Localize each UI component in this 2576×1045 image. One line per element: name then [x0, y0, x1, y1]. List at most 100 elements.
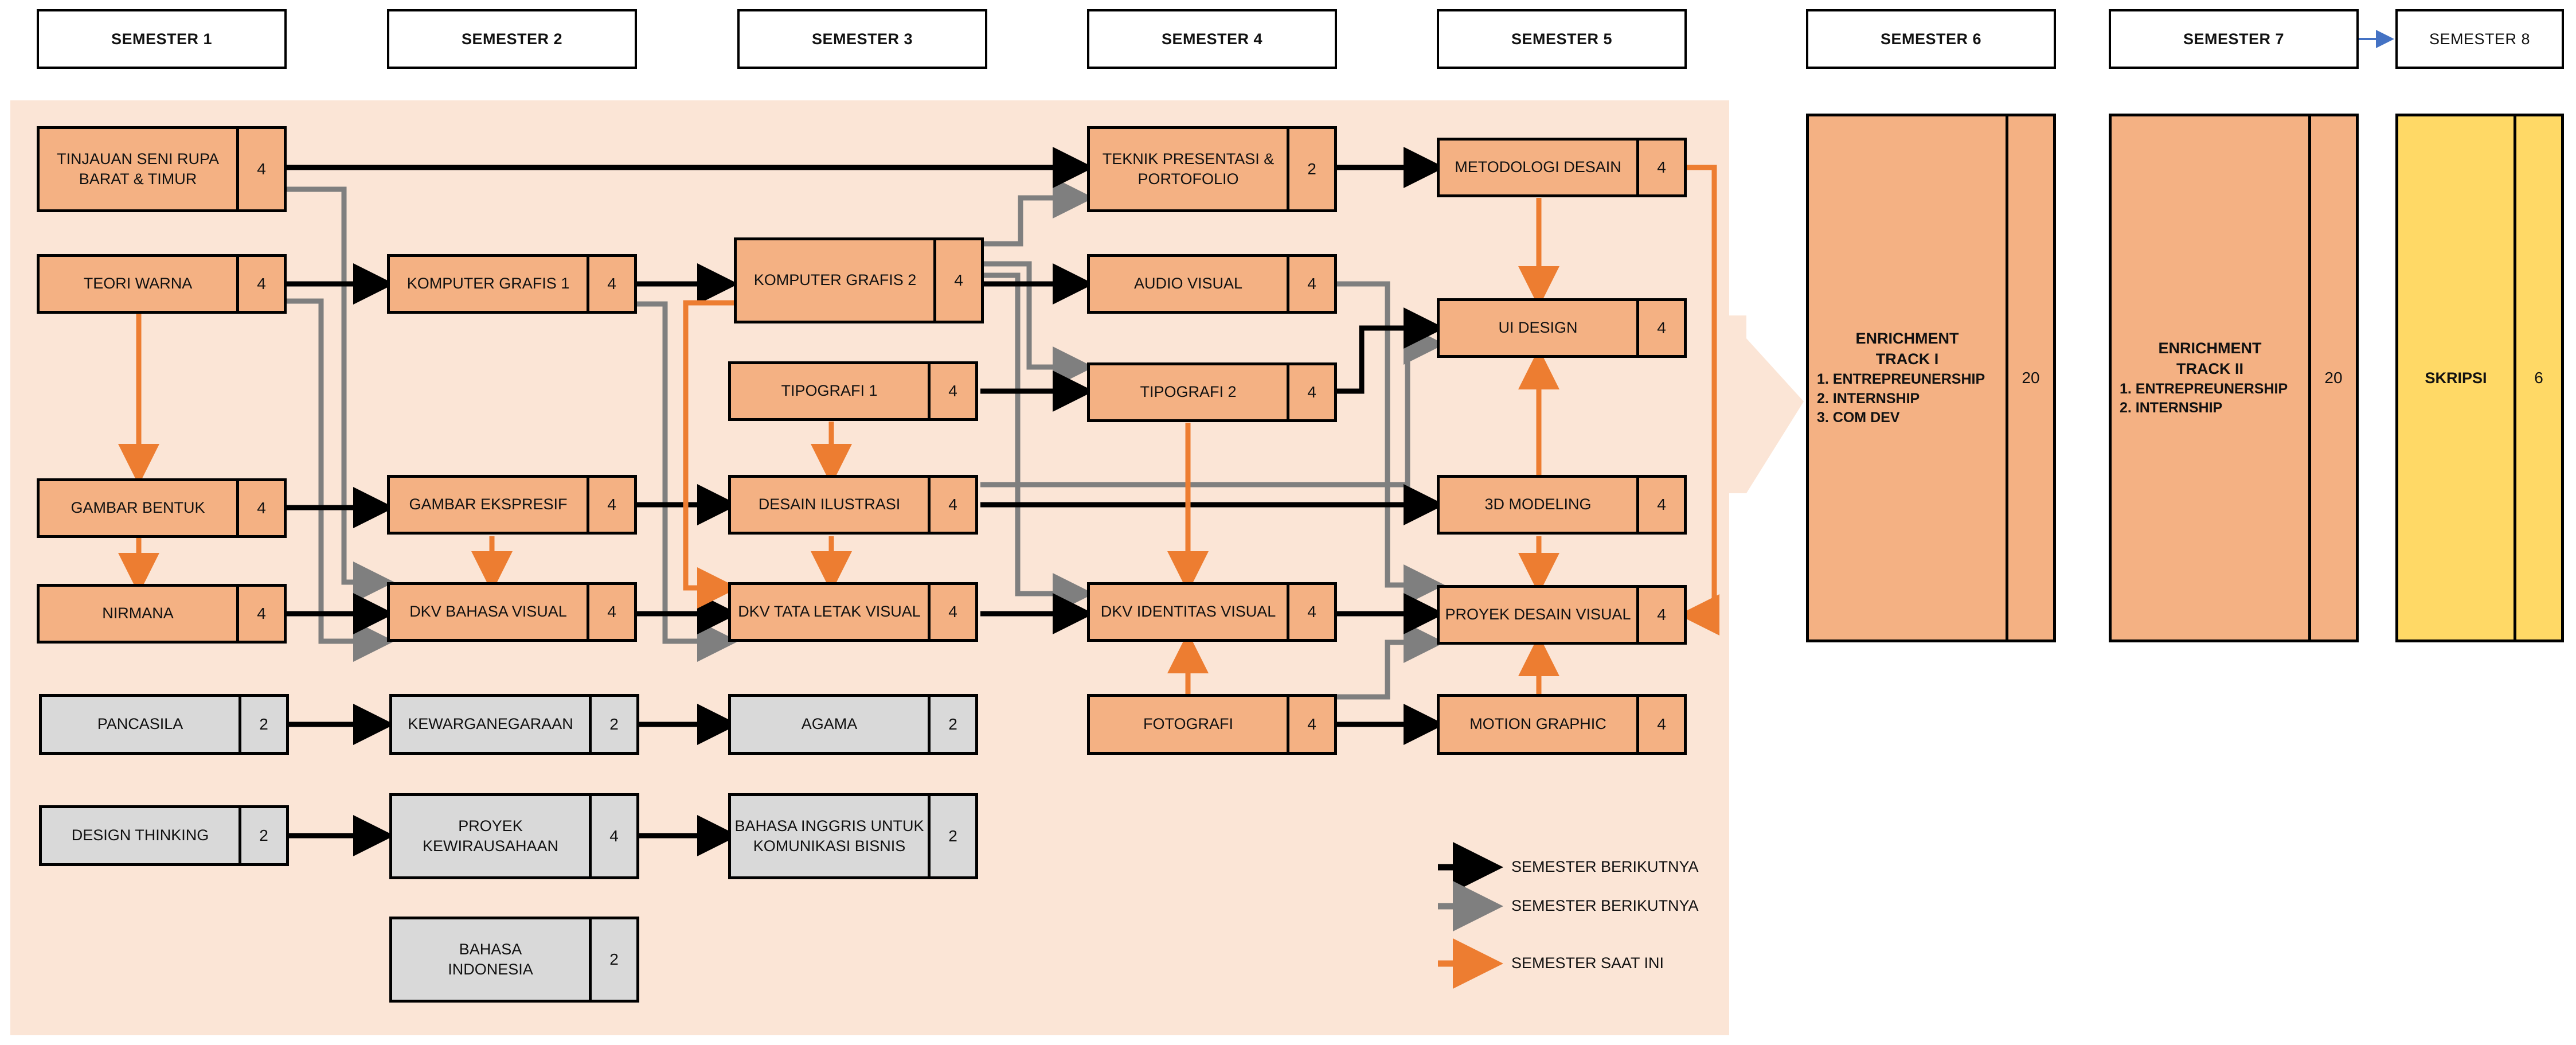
course-tinjauan-seni-rupa: TINJAUAN SENI RUPA BARAT & TIMUR 4 — [37, 126, 287, 212]
course-tipografi-2: TIPOGRAFI 2 4 — [1087, 362, 1337, 422]
course-name: PROYEK KEWIRAUSAHAAN — [422, 817, 559, 855]
course-credits: 4 — [236, 129, 284, 209]
course-pancasila: PANCASILA 2 — [39, 694, 289, 755]
course-name: TIPOGRAFI 2 — [1140, 383, 1237, 401]
connector-gray — [287, 186, 394, 603]
course-agama: AGAMA 2 — [728, 694, 978, 755]
enrichment-track-1: ENRICHMENT TRACK I 1. ENTREPREUNERSHIP 2… — [1806, 114, 2056, 642]
legend-label-black: SEMESTER BERIKUTNYA — [1511, 858, 1699, 875]
enrichment-item: 1. ENTREPREUNERSHIP — [1817, 371, 1985, 387]
semester-header-2: SEMESTER 2 — [387, 9, 637, 69]
course-name: GAMBAR EKSPRESIF — [409, 496, 568, 513]
course-name: KEWARGANEGARAAN — [408, 715, 573, 733]
course-name: MOTION GRAPHIC — [1469, 715, 1606, 733]
enrichment-item: 1. ENTREPREUNERSHIP — [2120, 380, 2288, 397]
connector-gray — [1337, 622, 1445, 700]
course-credits: 4 — [587, 585, 634, 639]
course-name: PROYEK DESAIN VISUAL — [1445, 606, 1631, 623]
course-ui-design: UI DESIGN 4 — [1437, 298, 1687, 358]
course-name: TIPOGRAFI 1 — [781, 382, 878, 400]
course-credits: 4 — [236, 257, 284, 311]
course-name: TINJAUAN SENI RUPA BARAT & TIMUR — [56, 150, 220, 188]
course-name: KOMPUTER GRAFIS 2 — [753, 271, 917, 289]
connector-gray — [980, 261, 1094, 388]
course-metodologi-desain: METODOLOGI DESAIN 4 — [1437, 138, 1687, 197]
connector-gray — [637, 301, 738, 662]
course-proyek-desain-visual: PROYEK DESAIN VISUAL 4 — [1437, 585, 1687, 645]
enrichment-item: 2. INTERNSHIP — [2120, 400, 2223, 416]
course-name: DESAIN ILUSTRASI — [758, 496, 901, 513]
connector-black — [1337, 307, 1445, 394]
skripsi-credits: 6 — [2514, 116, 2561, 640]
course-name: FOTOGRAFI — [1143, 715, 1233, 733]
course-credits: 4 — [1636, 301, 1684, 355]
course-dkv-tata-letak-visual: DKV TATA LETAK VISUAL 4 — [728, 582, 978, 642]
semester-header-6: SEMESTER 6 — [1806, 9, 2056, 69]
course-name: METODOLOGI DESAIN — [1455, 158, 1621, 176]
course-credits: 2 — [589, 697, 636, 752]
course-name: DKV IDENTITAS VISUAL — [1100, 603, 1276, 621]
course-credits: 4 — [1636, 141, 1684, 194]
course-kewarganegaraan: KEWARGANEGARAAN 2 — [389, 694, 639, 755]
connector-orange — [683, 300, 738, 609]
course-name: PANCASILA — [97, 715, 183, 733]
course-motion-graphic: MOTION GRAPHIC 4 — [1437, 694, 1687, 755]
course-name: DKV BAHASA VISUAL — [409, 603, 567, 621]
course-dkv-bahasa-visual: DKV BAHASA VISUAL 4 — [387, 582, 637, 642]
course-name: BAHASA INDONESIA — [448, 940, 533, 978]
course-credits: 4 — [587, 257, 634, 311]
course-credits: 4 — [928, 478, 975, 532]
connector-gray — [1337, 281, 1445, 606]
course-credits: 4 — [1636, 697, 1684, 752]
semester-header-3: SEMESTER 3 — [737, 9, 987, 69]
course-dkv-identitas-visual: DKV IDENTITAS VISUAL 4 — [1087, 582, 1337, 642]
course-name: GAMBAR BENTUK — [71, 499, 205, 517]
course-credits: 4 — [1287, 697, 1334, 752]
course-proyek-kewirausahaan: PROYEK KEWIRAUSAHAAN 4 — [389, 793, 639, 879]
skripsi-block: SKRIPSI 6 — [2395, 114, 2564, 642]
course-name: KOMPUTER GRAFIS 1 — [406, 275, 570, 293]
progression-chevron — [1729, 315, 1804, 493]
semester-header-5: SEMESTER 5 — [1437, 9, 1687, 69]
course-credits: 2 — [928, 796, 975, 876]
course-name: UI DESIGN — [1498, 319, 1578, 337]
course-credits: 4 — [928, 364, 975, 418]
course-gambar-bentuk: GAMBAR BENTUK 4 — [37, 478, 287, 538]
connector-orange — [1678, 165, 1719, 635]
course-credits: 4 — [236, 481, 284, 535]
course-komputer-grafis-1: KOMPUTER GRAFIS 1 4 — [387, 254, 637, 314]
enrichment-title: ENRICHMENT TRACK II — [2158, 339, 2262, 378]
course-name: AGAMA — [801, 715, 858, 733]
course-name: DKV TATA LETAK VISUAL — [738, 603, 921, 621]
semester-header-8: SEMESTER 8 — [2395, 9, 2564, 69]
course-name: TEORI WARNA — [83, 275, 193, 293]
enrichment-track-2: ENRICHMENT TRACK II 1. ENTREPREUNERSHIP … — [2109, 114, 2359, 642]
course-name: NIRMANA — [102, 605, 174, 622]
course-credits: 2 — [239, 808, 286, 863]
course-credits: 4 — [1287, 585, 1334, 639]
connector-gray — [980, 272, 1094, 614]
semester-header-4: SEMESTER 4 — [1087, 9, 1337, 69]
enrichment-item: 2. INTERNSHIP — [1817, 390, 1920, 407]
course-credits: 4 — [928, 585, 975, 639]
course-name: TEKNIK PRESENTASI & PORTOFOLIO — [1102, 150, 1275, 188]
semester-header-1: SEMESTER 1 — [37, 9, 287, 69]
course-teori-warna: TEORI WARNA 4 — [37, 254, 287, 314]
course-credits: 4 — [589, 796, 636, 876]
course-credits: 4 — [1636, 588, 1684, 642]
legend-label-orange: SEMESTER SAAT INI — [1511, 954, 1664, 972]
course-credits: 4 — [1636, 478, 1684, 532]
course-desain-ilustrasi: DESAIN ILUSTRASI 4 — [728, 475, 978, 535]
semester-header-7: SEMESTER 7 — [2109, 9, 2359, 69]
course-credits: 2 — [928, 697, 975, 752]
course-credits: 2 — [589, 919, 636, 1000]
course-credits: 2 — [239, 697, 286, 752]
course-credits: 4 — [1287, 365, 1334, 419]
